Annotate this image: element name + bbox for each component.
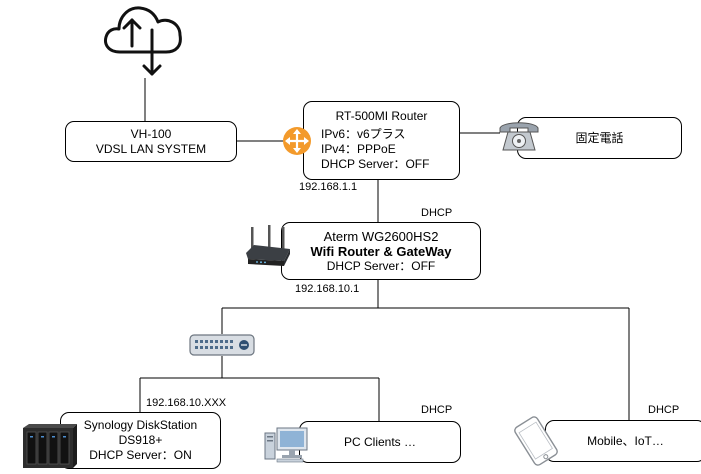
aterm-title: Aterm WG2600HS2 [323, 228, 439, 244]
nas-model: DS918+ [118, 433, 163, 447]
aterm-ip-label: 192.168.10.1 [295, 283, 360, 295]
router-node: RT-500MI Router IPv6：v6プラス IPv4：PPPoE DH… [303, 101, 460, 180]
vh100-desc: VDSL LAN SYSTEM [95, 141, 207, 156]
router-arrows-icon [283, 127, 311, 155]
phone-label: 固定電話 [575, 130, 624, 145]
mobile-node: Mobile、IoT… [545, 420, 701, 462]
aterm-node: Aterm WG2600HS2 Wifi Router & GateWay DH… [281, 222, 481, 280]
pc-label: PC Clients … [343, 434, 417, 449]
nas-dhcp: DHCP Server：ON [89, 448, 192, 462]
network-switch-icon [189, 334, 255, 356]
router-ipv6: IPv6：v6プラス [321, 127, 406, 141]
router-ip-label: 192.168.1.1 [299, 181, 358, 193]
vh100-model: VH-100 [130, 126, 172, 141]
phone-node: 固定電話 [517, 117, 682, 159]
pc-dhcp-tag: DHCP [421, 404, 453, 416]
nas-node: Synology DiskStation DS918+ DHCP Server：… [60, 412, 221, 469]
mobile-label: Mobile、IoT… [587, 433, 664, 448]
aterm-dhcp: DHCP Server：OFF [326, 258, 436, 273]
router-ipv4: IPv4：PPPoE [321, 142, 396, 156]
mobile-device-icon [514, 416, 558, 466]
vh100-node: VH-100 VDSL LAN SYSTEM [65, 121, 237, 162]
wifi-router-icon [246, 225, 290, 266]
aterm-dhcp-tag: DHCP [421, 207, 453, 219]
desktop-pc-icon [264, 427, 308, 463]
telephone-icon [499, 122, 539, 151]
router-dhcp: DHCP Server：OFF [321, 157, 430, 171]
nas-ip-label: 192.168.10.XXX [146, 397, 227, 409]
pc-node: PC Clients … [299, 421, 461, 463]
nas-icon [23, 424, 77, 468]
cloud-upload-download-icon [104, 6, 182, 76]
nas-brand: Synology DiskStation [83, 418, 198, 432]
aterm-role: Wifi Router & GateWay [310, 243, 452, 259]
router-title: RT-500MI Router [335, 109, 428, 123]
mobile-dhcp-tag: DHCP [648, 404, 680, 416]
